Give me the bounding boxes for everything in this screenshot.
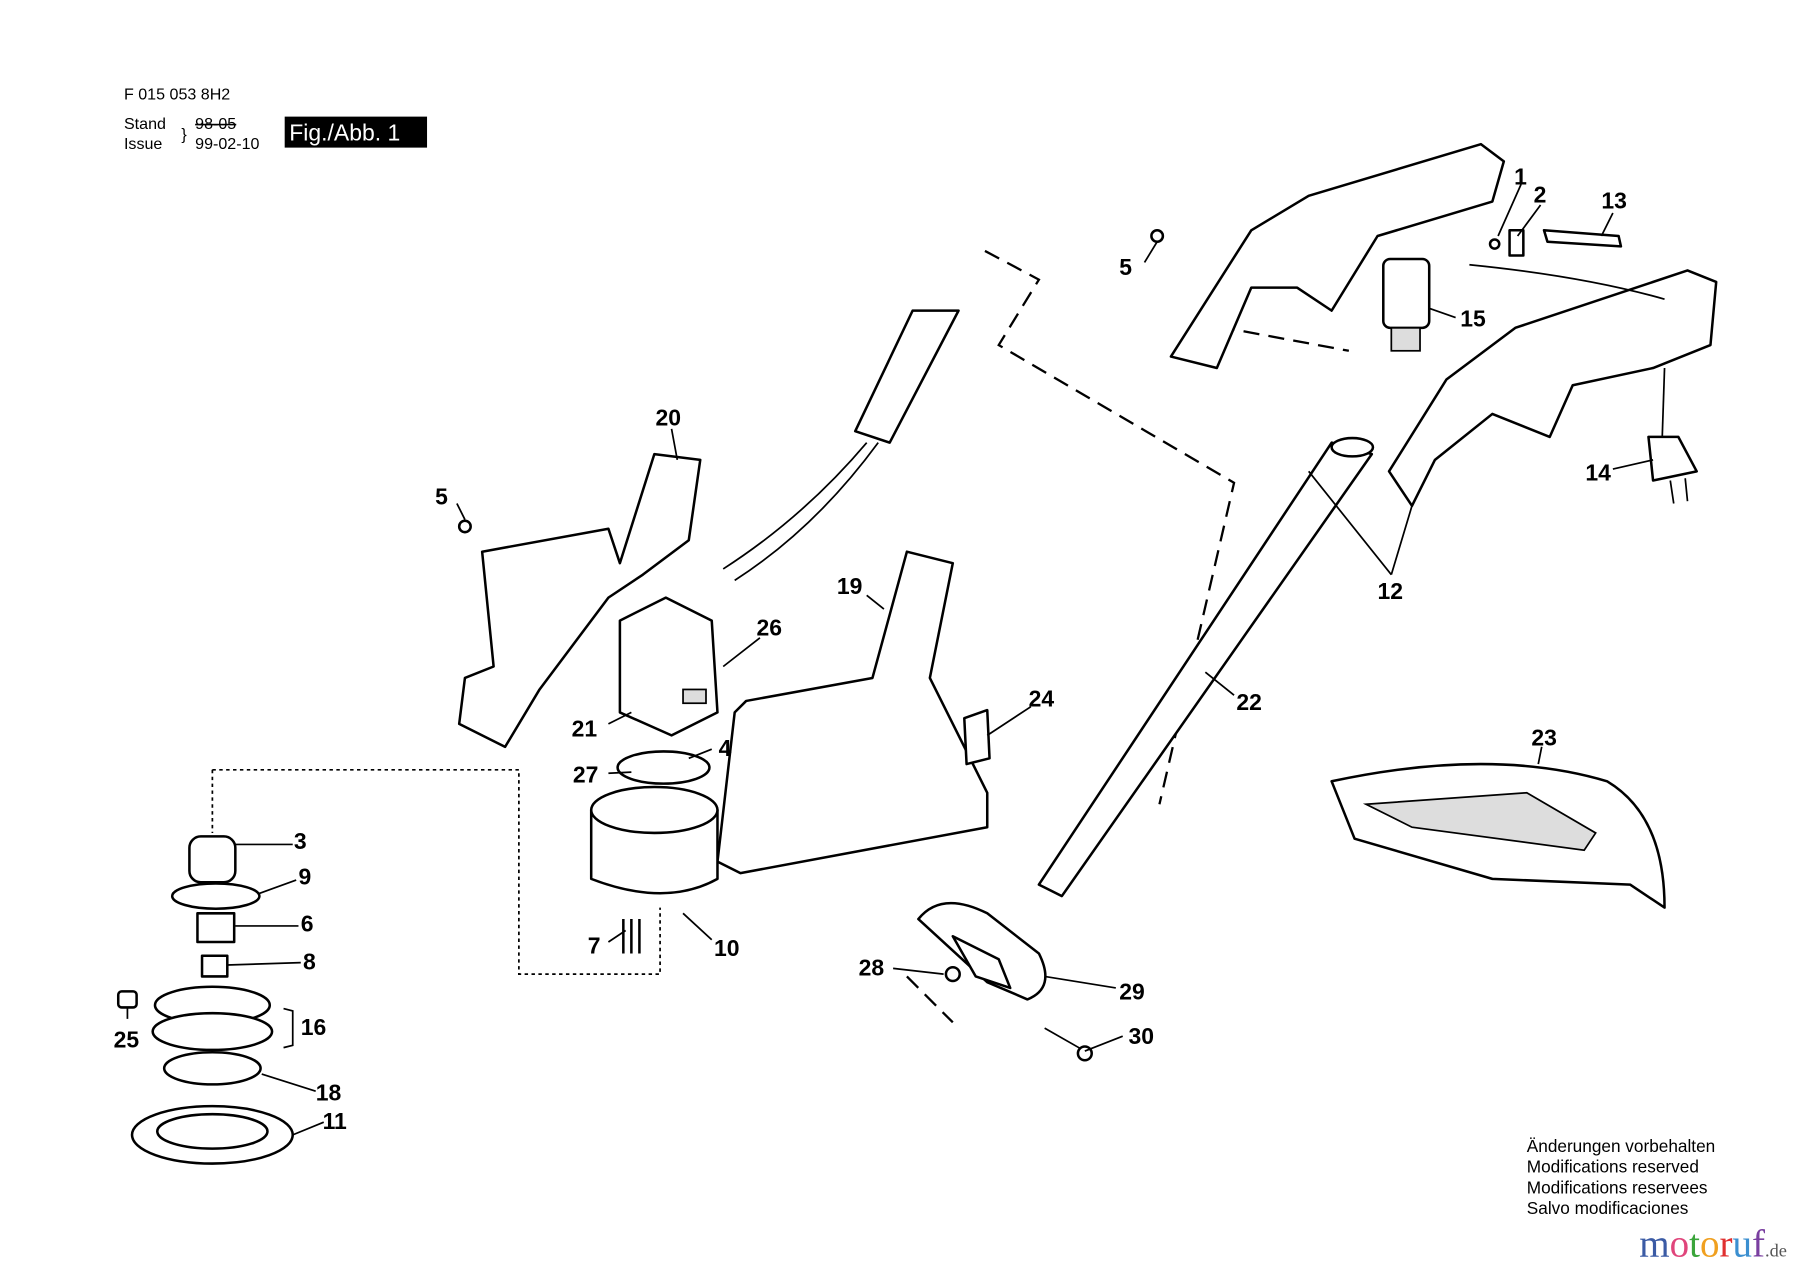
part-label-1: 1 <box>1514 163 1527 189</box>
part-label-21: 21 <box>572 716 598 742</box>
part-label-25: 25 <box>114 1027 140 1053</box>
part-label-20: 20 <box>655 404 681 430</box>
note-line: Modifications reserved <box>1527 1157 1699 1177</box>
part-label-30: 30 <box>1128 1023 1154 1049</box>
figure-label-box <box>284 116 428 148</box>
part-label-2: 2 <box>1534 182 1547 208</box>
issue-label: Issue <box>124 135 162 153</box>
part-label-14: 14 <box>1585 460 1611 486</box>
part-label-9: 9 <box>298 864 311 890</box>
part-label-29: 29 <box>1119 978 1145 1004</box>
motoruf-logo: motoruf.de <box>1639 1223 1787 1266</box>
note-line: Änderungen vorbehalten <box>1527 1136 1715 1156</box>
part-label-16: 16 <box>301 1014 327 1040</box>
part-number: F 015 053 8H2 <box>124 85 230 103</box>
part-label-24: 24 <box>1029 686 1055 712</box>
svg-text:motoruf.de: motoruf.de <box>1639 1223 1787 1266</box>
part-label-8: 8 <box>303 949 316 975</box>
part-label-19: 19 <box>837 573 863 599</box>
old-date: 98-05 <box>195 115 236 133</box>
brace: } <box>181 126 187 144</box>
part-label-27: 27 <box>573 761 599 787</box>
note-line: Salvo modificaciones <box>1527 1198 1689 1218</box>
stand-label: Stand <box>124 115 166 133</box>
part-label-4: 4 <box>719 735 732 761</box>
part-label-11: 11 <box>323 1108 347 1134</box>
part-label-22: 22 <box>1236 689 1262 715</box>
part-label-3: 3 <box>294 828 307 854</box>
issue-date: 99-02-10 <box>195 135 259 153</box>
part-label-28: 28 <box>859 954 885 980</box>
part-label-26: 26 <box>757 615 783 641</box>
part-label-18: 18 <box>316 1079 342 1105</box>
figure-label: Fig./Abb. 1 <box>289 120 400 146</box>
part-label-12: 12 <box>1378 578 1404 604</box>
note-line: Modifications reservees <box>1527 1177 1708 1197</box>
part-label-7: 7 <box>588 932 601 958</box>
part-label-6: 6 <box>301 911 314 937</box>
part-label-5: 5 <box>435 484 448 510</box>
part-label-13: 13 <box>1601 187 1627 213</box>
part-label-5: 5 <box>1119 254 1132 280</box>
part-label-23: 23 <box>1531 725 1557 751</box>
part-label-10: 10 <box>714 935 740 961</box>
part-label-15: 15 <box>1460 306 1486 332</box>
